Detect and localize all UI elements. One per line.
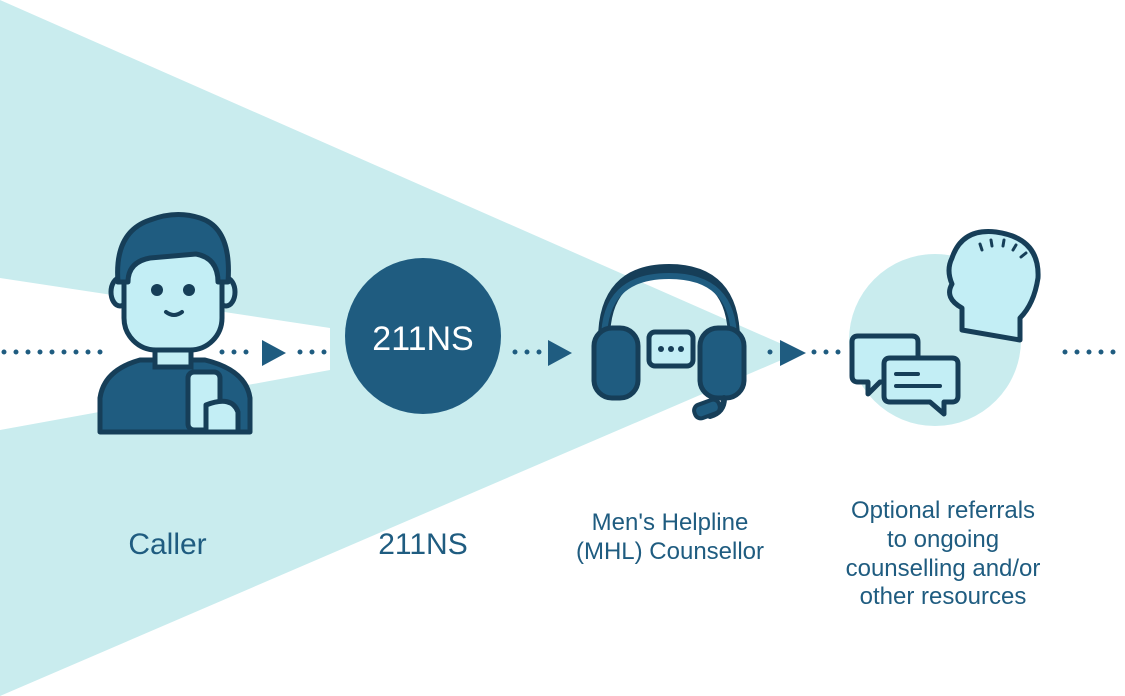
arrow-right-icon [548,340,572,366]
arrow-right-icon [780,340,806,366]
caller-label: Caller [128,528,207,561]
arrow-right-icon [262,340,286,366]
mhl-label: Men's Helpline (MHL) Counsellor [545,509,795,567]
referrals-label-line: to ongoing [886,525,1000,553]
person-with-phone-icon [97,212,253,435]
referrals-label-line: counselling and/or [845,554,1041,582]
211ns-badge: 211NS [345,258,501,414]
head-with-chat-bubbles-icon [849,229,1041,426]
mhl-label-line: Men's Helpline [591,509,749,536]
211ns-label: 211NS [378,528,468,561]
referrals-label-line: other resources [859,583,1027,611]
mhl-label-line: (MHL) Counsellor [575,537,765,565]
referrals-label: Optional referrals to ongoing counsellin… [818,497,1068,612]
referrals-label-line: Optional referrals [850,497,1036,524]
headset-icon [591,263,747,421]
211ns-badge-text: 211NS [372,320,473,358]
